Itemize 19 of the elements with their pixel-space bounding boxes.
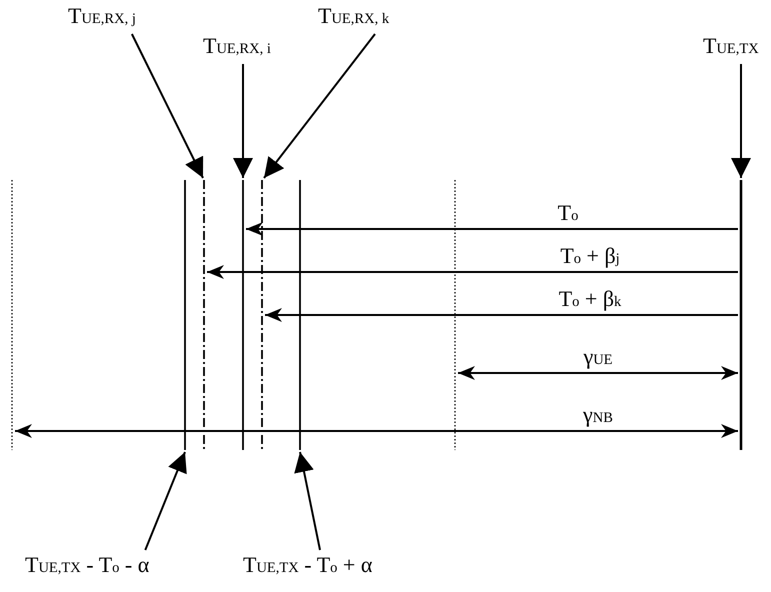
dash-dot-line bbox=[201, 180, 207, 450]
double-arrow bbox=[458, 366, 738, 380]
leader-arrow bbox=[233, 64, 253, 178]
double-arrow bbox=[15, 424, 738, 438]
leader-arrow bbox=[263, 33, 376, 179]
arrow bbox=[265, 308, 738, 322]
time-line bbox=[240, 180, 246, 450]
dotted-line bbox=[9, 180, 15, 450]
leader-arrow bbox=[144, 452, 187, 550]
time-line bbox=[297, 180, 303, 450]
dotted-line bbox=[452, 180, 458, 450]
dash-dot-line bbox=[259, 180, 265, 450]
arrow bbox=[207, 265, 738, 279]
leader-arrow bbox=[294, 452, 321, 550]
leader-arrow bbox=[731, 64, 751, 178]
time-line bbox=[182, 180, 188, 450]
time-line bbox=[738, 180, 744, 450]
arrow bbox=[246, 222, 738, 236]
leader-arrow bbox=[131, 34, 204, 178]
